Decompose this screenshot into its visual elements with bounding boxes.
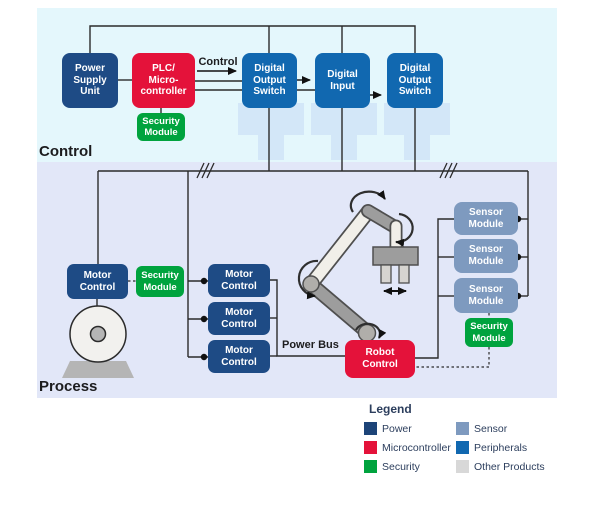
security-module-motor-box: Security Module (136, 266, 184, 297)
legend-item-other-products: Other Products (456, 460, 545, 473)
legend-item-power: Power (364, 422, 456, 435)
security-module-sensor-box: Security Module (465, 318, 513, 347)
legend-item-security: Security (364, 460, 456, 473)
legend-item-label: Peripherals (474, 441, 528, 454)
microcontroller-color-swatch (364, 441, 377, 454)
sensor-color-swatch (456, 422, 469, 435)
connector-watermark (258, 135, 284, 160)
other-products-color-swatch (456, 460, 469, 473)
motor-control-1-box: Motor Control (208, 264, 270, 297)
sensor-module-3-box: Sensor Module (454, 278, 518, 313)
peripherals-color-swatch (456, 441, 469, 454)
legend-title: Legend (369, 402, 412, 416)
security-module-control-box: Security Module (137, 113, 185, 141)
legend-item-peripherals: Peripherals (456, 441, 545, 454)
motor-control-2-box: Motor Control (208, 302, 270, 335)
digital-output-switch-1-box: Digital Output Switch (242, 53, 297, 108)
legend-item-label: Other Products (474, 460, 545, 473)
legend-item-label: Microcontroller (382, 441, 451, 454)
process-section-label: Process (39, 378, 98, 395)
legend-grid: Power Sensor Microcontroller Peripherals… (364, 422, 545, 473)
control-section-label: Control (39, 143, 93, 160)
connector-watermark (238, 103, 304, 135)
connector-watermark (311, 103, 377, 135)
connector-watermark (404, 135, 430, 160)
digital-output-switch-2-box: Digital Output Switch (387, 53, 443, 108)
legend-item-sensor: Sensor (456, 422, 545, 435)
connector-watermark (384, 103, 450, 135)
digital-input-box: Digital Input (315, 53, 370, 108)
motor-control-3-box: Motor Control (208, 340, 270, 373)
control-signal-label: Control (198, 56, 238, 68)
sensor-module-2-box: Sensor Module (454, 239, 518, 273)
power-color-swatch (364, 422, 377, 435)
power-supply-unit-box: Power Supply Unit (62, 53, 118, 108)
security-color-swatch (364, 460, 377, 473)
power-bus-label: Power Bus (282, 339, 339, 351)
robot-control-box: Robot Control (345, 340, 415, 378)
legend-item-microcontroller: Microcontroller (364, 441, 456, 454)
legend-item-label: Power (382, 422, 412, 435)
sensor-module-1-box: Sensor Module (454, 202, 518, 235)
plc-microcontroller-box: PLC/ Micro- controller (132, 53, 195, 108)
legend: Legend Power Sensor Microcontroller Peri… (364, 402, 545, 473)
legend-item-label: Sensor (474, 422, 508, 435)
connector-watermark (331, 135, 357, 160)
motor-control-left-box: Motor Control (67, 264, 128, 299)
legend-item-label: Security (382, 460, 420, 473)
